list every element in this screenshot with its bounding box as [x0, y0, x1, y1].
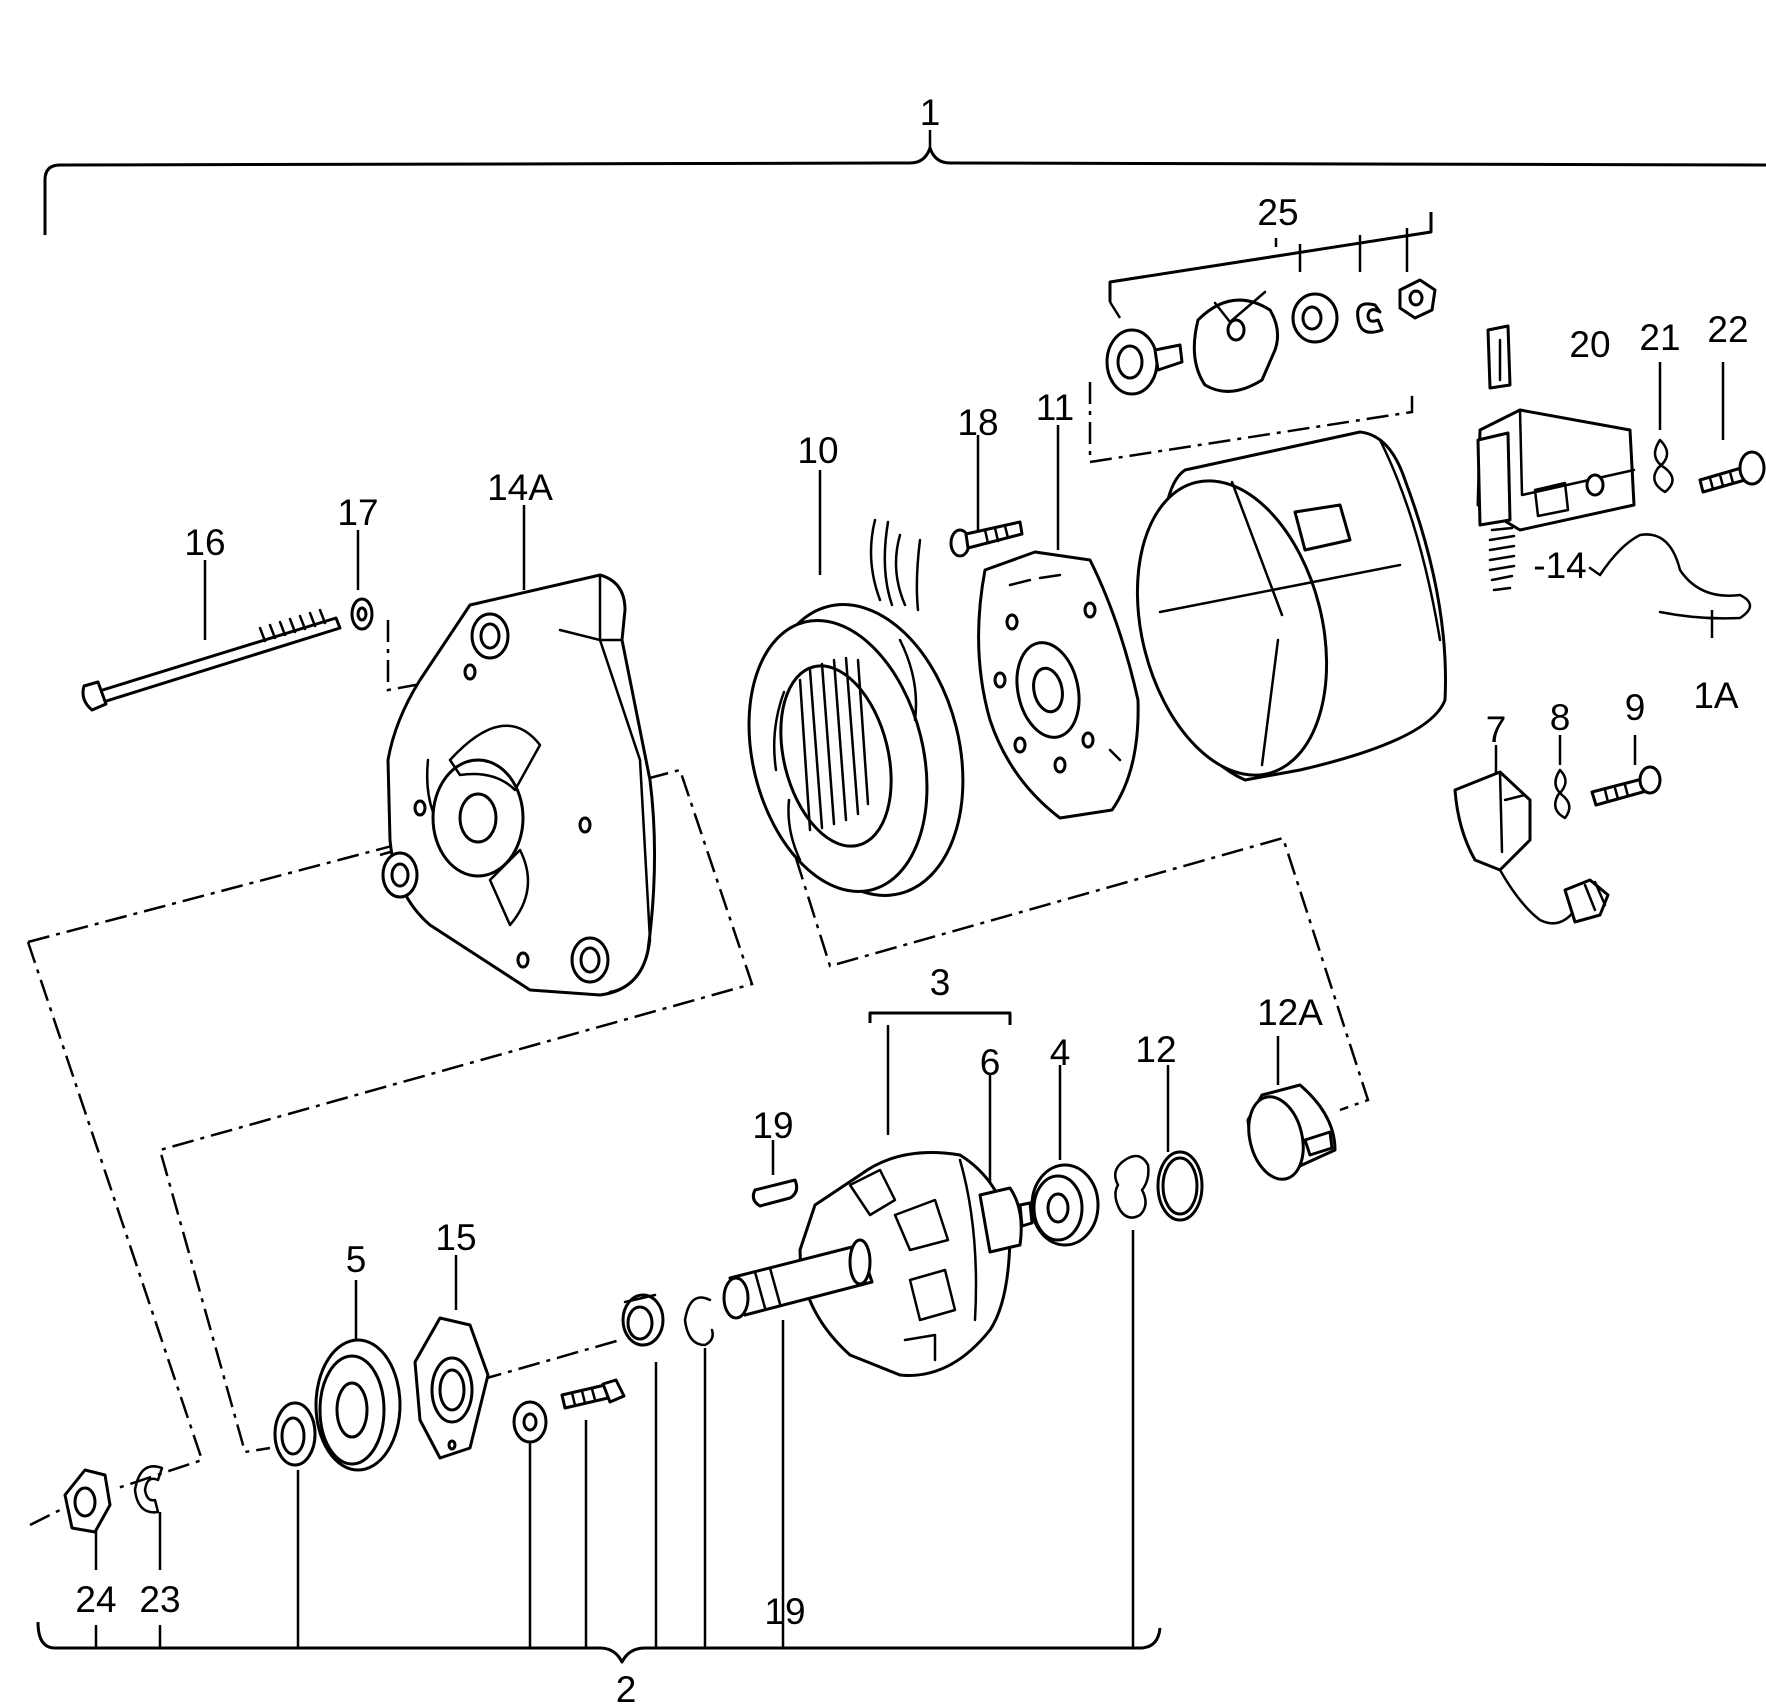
assembly-1-brace — [43, 146, 1766, 235]
capacitor-7 — [1453, 770, 1610, 925]
lock-washer-8 — [1553, 768, 1571, 820]
label-2: 2 — [616, 1669, 637, 1704]
bearing-4 — [1030, 1163, 1100, 1247]
spring-washer-25 — [1356, 302, 1384, 334]
key-19 — [751, 1178, 799, 1208]
housing-end-plate-14A — [381, 573, 657, 997]
label-25: 25 — [1257, 192, 1298, 233]
label-16: 16 — [184, 522, 225, 563]
label-15: 15 — [435, 1217, 476, 1258]
label-5: 5 — [346, 1239, 367, 1280]
label-3: 3 — [930, 962, 951, 1003]
nut-24 — [63, 1468, 112, 1534]
callout-labels: 1 25 16 17 14A 10 18 11 20 21 22 -14 1A … — [75, 92, 1748, 1704]
o-ring-12 — [1156, 1150, 1204, 1222]
slip-ring-end-12A — [1246, 1083, 1337, 1181]
retainer-plate-15 — [413, 1316, 490, 1460]
screw-9 — [1590, 765, 1662, 807]
stator-10 — [747, 518, 965, 897]
label-20: 20 — [1569, 324, 1610, 365]
label-24: 24 — [75, 1579, 116, 1620]
label-12: 12 — [1135, 1029, 1176, 1070]
washer-17 — [350, 597, 374, 631]
rectifier-plate-11 — [977, 550, 1140, 820]
label-14A: 14A — [487, 467, 553, 508]
screw — [560, 1378, 626, 1410]
label-10: 10 — [797, 430, 838, 471]
label-7: 7 — [1486, 709, 1507, 750]
rotor-shaft — [722, 1238, 874, 1320]
label-6: 6 — [980, 1042, 1001, 1083]
bracket-25 — [1108, 212, 1433, 302]
label-1: 1 — [920, 92, 941, 133]
eccentric-plate-25 — [1192, 290, 1280, 393]
label-11: 11 — [1036, 387, 1074, 428]
pulley-bushing-25 — [1105, 328, 1184, 396]
label-4: 4 — [1050, 1032, 1071, 1073]
screw-22 — [1698, 450, 1766, 494]
voltage-regulator-20 — [1476, 324, 1636, 532]
label-8: 8 — [1550, 697, 1571, 738]
brush-spring-14 — [1488, 526, 1516, 592]
label-1A: 1A — [1693, 675, 1739, 716]
alignment-line-b — [26, 941, 204, 1490]
washer — [512, 1400, 548, 1444]
spacer-ring — [273, 1401, 317, 1467]
label-17: 17 — [337, 492, 378, 533]
label-14: -14 — [1533, 545, 1586, 586]
screw-18 — [949, 520, 1024, 558]
leader-lines — [94, 130, 1725, 1648]
label-9: 9 — [1625, 687, 1646, 728]
bracket-3 — [868, 1011, 1012, 1025]
alignment-line-d — [1088, 382, 1414, 464]
bearing-5 — [314, 1338, 402, 1472]
rotor-3 — [798, 1151, 1034, 1377]
wire-1A — [1588, 533, 1752, 620]
assembly-2-brace — [36, 1621, 1162, 1664]
label-18: 18 — [957, 402, 998, 443]
nut-25 — [1398, 278, 1437, 320]
through-bolt-16 — [81, 608, 342, 712]
spring-washer-23 — [133, 1465, 164, 1514]
label-12A: 12A — [1257, 992, 1323, 1033]
label-21: 21 — [1639, 317, 1680, 358]
lock-washer-21 — [1653, 438, 1674, 494]
label-22: 22 — [1707, 309, 1748, 350]
bushing-2 — [621, 1293, 665, 1347]
washer-25 — [1291, 292, 1339, 344]
label-19-key: 19 — [752, 1105, 793, 1146]
alternator-housing — [1135, 430, 1447, 782]
label-19-shaft: 19 — [764, 1591, 805, 1632]
label-23: 23 — [139, 1579, 180, 1620]
spring-ring-12 — [1113, 1154, 1150, 1219]
circlip — [683, 1296, 714, 1347]
